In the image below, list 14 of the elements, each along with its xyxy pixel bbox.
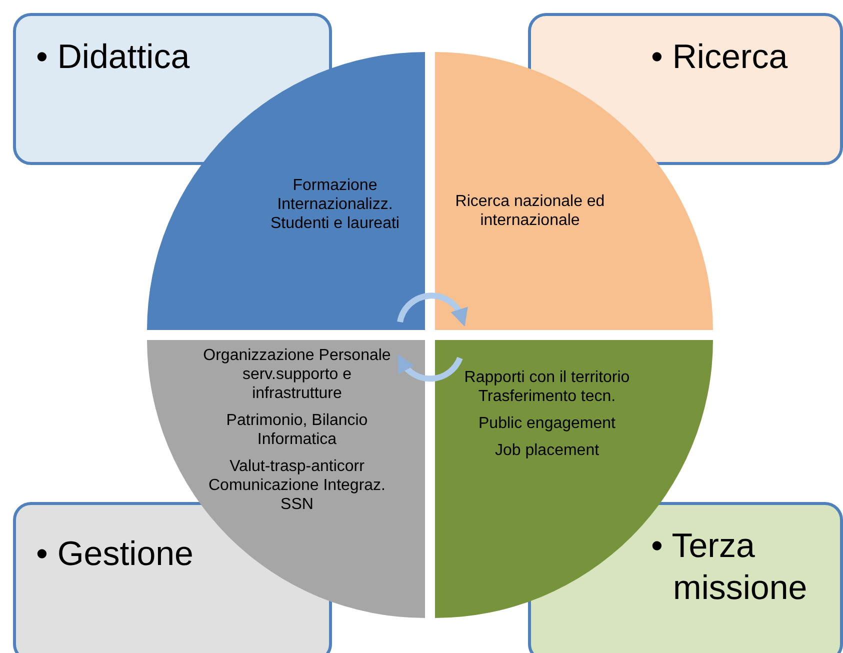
cycle-arrow [397,292,468,326]
quadrant-text: Rapporti con il territorio Trasferimento tecn. [463,368,631,406]
quadrant-text: Valut-trasp-anticorr Comunicazione Integraz. SSN [208,457,386,514]
quadrant-text: Public engagement [478,414,616,433]
quadrant-text: Patrimonio, Bilancio Informatica [225,411,369,449]
quadrant-text: Organizzazione Personale serv.supporto e infrastrutture [202,346,392,403]
category-title: • Terza missione [651,526,808,609]
quadrant-text: Formazione Internazionalizz. Studenti e laureati [270,176,400,233]
category-title: • Gestione [36,534,194,575]
quadrant-text: Ricerca nazionale ed internazionale [454,192,606,230]
category-title: • Didattica [36,37,191,78]
cycle-arrow [397,354,463,382]
quadrant-text: Job placement [494,441,600,460]
category-title: • Ricerca [651,37,789,78]
